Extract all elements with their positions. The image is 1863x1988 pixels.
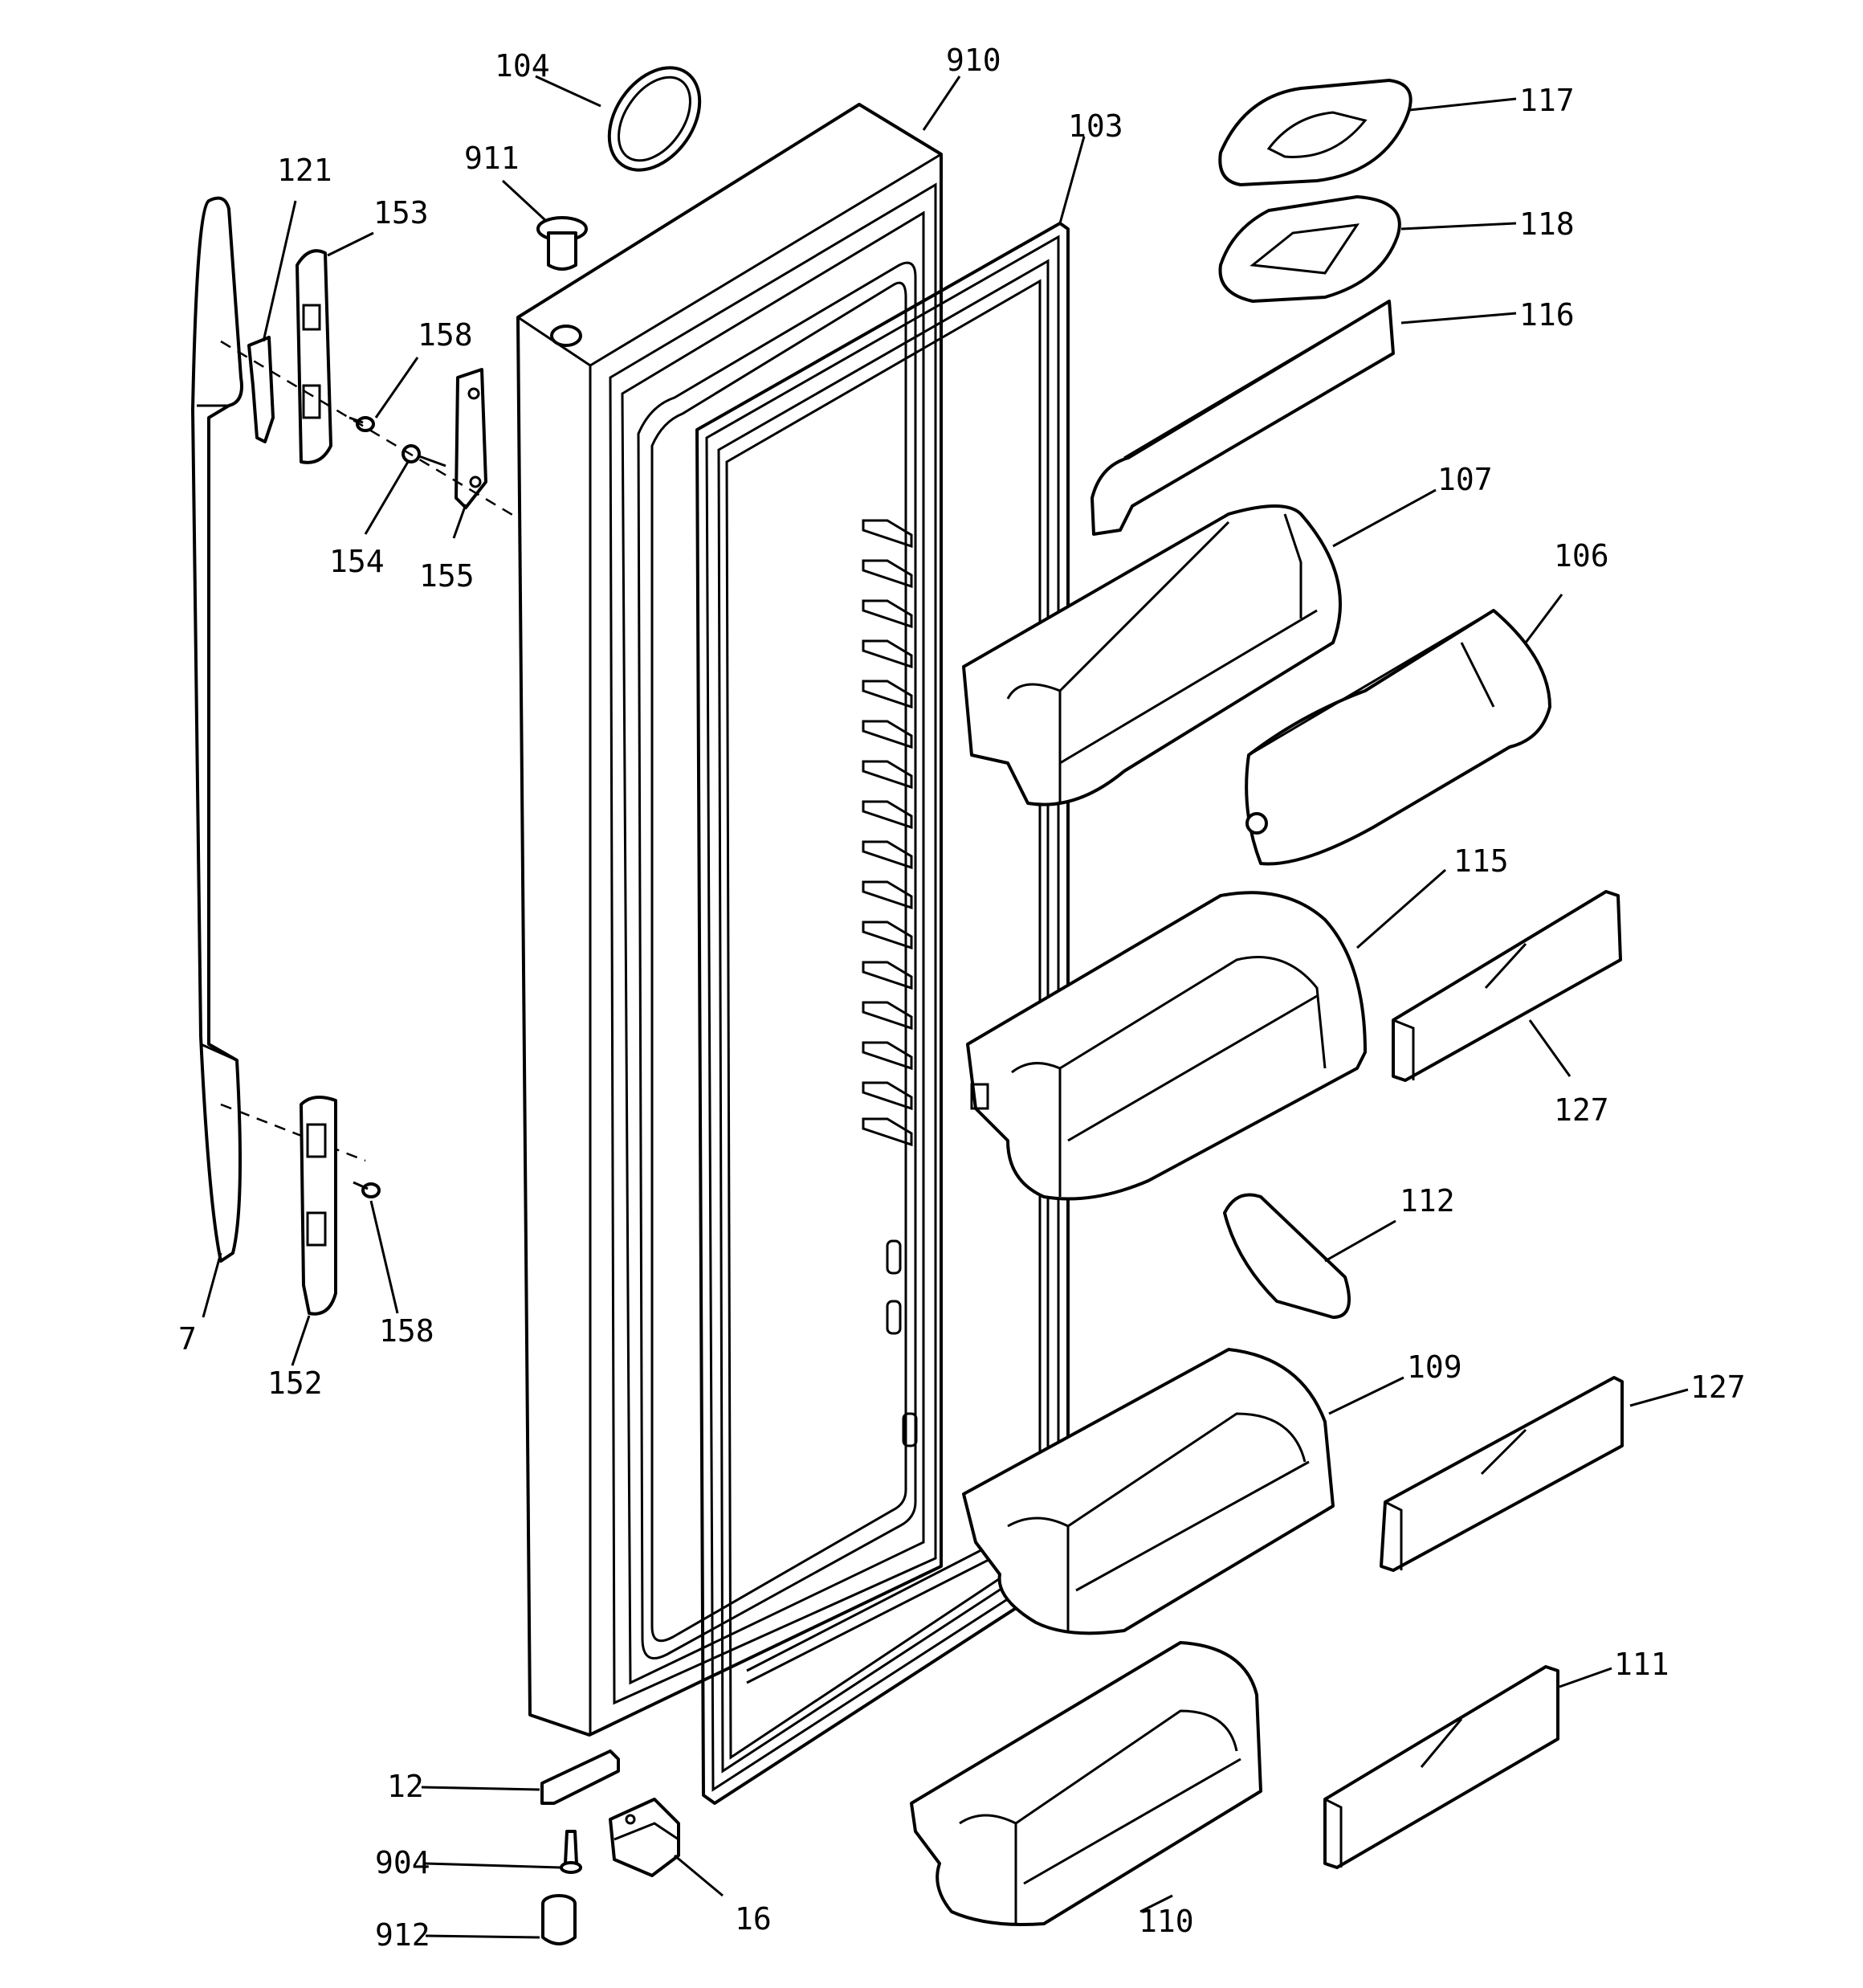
- screw-154: [402, 444, 446, 467]
- alignment-line-bottom: [220, 1103, 366, 1162]
- label-103: 103: [1068, 108, 1123, 144]
- screw-158-bottom: [353, 1181, 381, 1198]
- tray-118-part: [1218, 195, 1401, 303]
- bushing-part: [536, 216, 588, 271]
- cap-part: [607, 66, 702, 172]
- screw-904-part: [560, 1830, 582, 1874]
- label-911: 911: [464, 141, 520, 176]
- label-118: 118: [1519, 206, 1575, 242]
- bin-107-part: [962, 504, 1342, 806]
- bin-110-part: [910, 1641, 1262, 1926]
- mount-153-part: [296, 249, 332, 464]
- label-104: 104: [495, 48, 550, 84]
- label-115: 115: [1453, 843, 1509, 879]
- hinge-155-part: [455, 368, 487, 509]
- label-155: 155: [419, 558, 475, 594]
- bin-109-part: [962, 1348, 1335, 1635]
- bracket-12-part: [540, 1749, 620, 1805]
- door-outer-shell: [516, 103, 943, 1737]
- rail-116-part: [1090, 300, 1395, 536]
- label-152: 152: [267, 1365, 323, 1401]
- label-127-lower: 127: [1690, 1370, 1746, 1405]
- clip-112-part: [1223, 1193, 1351, 1319]
- part-labels: 104 910 103 911 121 153 158 154 155 117 …: [178, 43, 1746, 1953]
- label-109: 109: [1407, 1349, 1462, 1385]
- label-154: 154: [329, 544, 385, 579]
- label-12: 12: [387, 1769, 424, 1804]
- cover-111-part: [1323, 1665, 1559, 1869]
- cover-127-lower-part: [1380, 1376, 1624, 1572]
- label-127-upper: 127: [1554, 1092, 1609, 1128]
- cover-127-upper-part: [1392, 890, 1622, 1082]
- label-121: 121: [277, 153, 332, 188]
- label-116: 116: [1519, 297, 1575, 333]
- bin-106-part: [1245, 609, 1551, 866]
- handle-part: [191, 196, 243, 1263]
- label-111: 111: [1614, 1647, 1669, 1682]
- label-158-bottom: 158: [379, 1313, 434, 1349]
- label-153: 153: [373, 195, 429, 231]
- mount-152-part: [300, 1096, 337, 1316]
- bushing-912-part: [541, 1894, 577, 1945]
- label-7: 7: [178, 1321, 197, 1357]
- label-158-top: 158: [418, 317, 473, 353]
- label-910: 910: [946, 43, 1001, 78]
- label-16: 16: [735, 1901, 772, 1937]
- label-912: 912: [375, 1917, 430, 1953]
- bin-115-part: [966, 891, 1367, 1201]
- leader-lines: [202, 75, 1689, 1939]
- label-112: 112: [1400, 1183, 1455, 1219]
- shelf-clips: [862, 519, 918, 1447]
- screw-158-top: [349, 416, 375, 432]
- hinge-16-part: [609, 1798, 680, 1877]
- label-117: 117: [1519, 83, 1575, 118]
- label-107: 107: [1437, 462, 1493, 497]
- bracket-121-part: [247, 336, 275, 443]
- label-106: 106: [1554, 538, 1609, 574]
- label-110: 110: [1139, 1904, 1194, 1939]
- cap-117-part: [1218, 79, 1413, 186]
- label-904: 904: [375, 1845, 430, 1880]
